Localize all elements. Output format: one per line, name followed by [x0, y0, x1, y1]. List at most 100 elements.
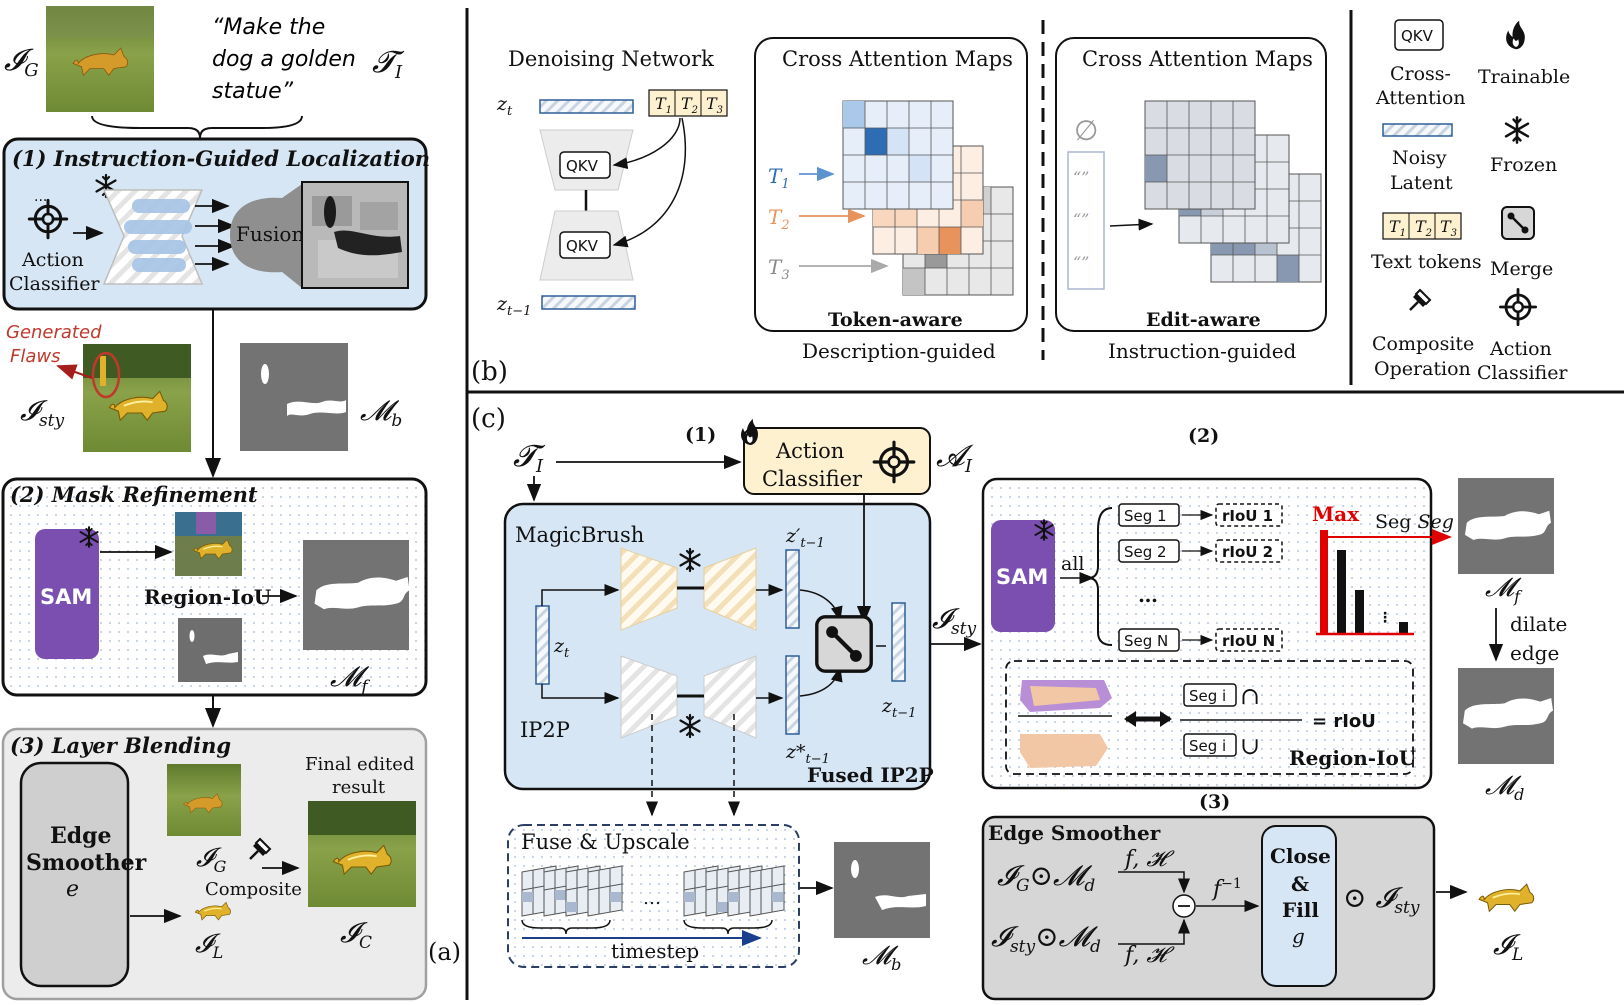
magicbrush-label: MagicBrush [515, 523, 644, 547]
flaw-arrow [56, 364, 93, 380]
zt1-label: zt−1 [496, 293, 531, 319]
legend-noisy-latent-2: Latent [1390, 172, 1453, 194]
arrow-tokens-to-qkv1 [612, 117, 681, 170]
bar-2 [1337, 550, 1346, 634]
bar-ellipsis: ⋮ [1378, 610, 1392, 626]
legend-action-classifier-1: Action [1489, 338, 1552, 360]
legend-qkv-icon [1394, 19, 1444, 51]
zstar-label: z*t−1 [785, 741, 830, 767]
trainable-flame-icon [741, 419, 758, 445]
step2-box [981, 477, 1433, 790]
magicbrush-decoder [703, 547, 757, 631]
riou-bar-chart: ⋮ [1316, 530, 1414, 636]
composite-label: Composite [205, 879, 302, 900]
latent-zprime [785, 549, 800, 629]
legend-qkv-text: QKV [1401, 27, 1434, 45]
svg-text:Seg N: Seg N [1124, 632, 1168, 650]
bar-n [1399, 622, 1408, 634]
mb-c-label: 𝓜b [862, 941, 901, 974]
fusion-label: Fusion [236, 222, 304, 246]
segk-label: Seg Seg k [1375, 511, 1471, 533]
stage3-title: (3) Layer Blending [10, 733, 231, 758]
legend-action-classifier-icon [1499, 287, 1537, 327]
ip2p-label: IP2P [520, 718, 570, 742]
svg-text:Seg 2: Seg 2 [1124, 543, 1167, 561]
zprime-label: z′t−1 [785, 525, 825, 551]
mb-label: 𝓜b [360, 394, 402, 431]
mask-mf-c [1458, 478, 1554, 574]
bar-3 [1355, 590, 1364, 634]
panel-a-tag: (a) [428, 938, 461, 966]
instruction-line-3: statue” [212, 79, 294, 104]
svg-text:rIoU 2: rIoU 2 [1222, 543, 1273, 561]
svg-text:T3: T3 [706, 94, 723, 116]
odot-isty-term: ⊙ 𝓘sty [1343, 881, 1420, 918]
region-iou-c-label: Region-IoU [1289, 746, 1416, 770]
fusion-shape [230, 184, 302, 288]
seg-row-n: Seg N rIoU N [1118, 628, 1283, 652]
panel-b: Denoising Network zt QKV QKV zt−1 T1 T2 … [471, 37, 1327, 387]
layer-il-c [1478, 883, 1535, 913]
sam-label: SAM [40, 585, 92, 609]
instruction-line-1: “Make the [212, 15, 325, 40]
ai-label: 𝓐I [936, 439, 974, 477]
fill-label: Fill [1282, 898, 1319, 922]
ti-label: 𝓣I [513, 439, 546, 477]
coarse-mask-c [834, 842, 930, 938]
isty-c-label: 𝓘sty [932, 602, 976, 639]
text-tokens: T1 T2 T3 [648, 89, 728, 117]
edge-smoother-block [19, 761, 130, 988]
ig-md-term: 𝓘G⊙𝓜d [997, 859, 1095, 896]
legend-text-tokens-icon: T1 T2 T3 [1382, 212, 1462, 240]
edit-grid-1 [1144, 100, 1256, 210]
latent-zt [535, 605, 550, 685]
step2-label: (2) [1188, 425, 1219, 447]
union-symbol: ∪ [1240, 732, 1260, 760]
legend: QKV Cross- Attention Trainable Noisy Lat… [1371, 19, 1570, 384]
sam-c-block [991, 520, 1055, 632]
svg-text:T1: T1 [1389, 217, 1406, 239]
latent-zstar [785, 655, 800, 735]
region-iou-shape-bottom [1020, 734, 1108, 768]
merge-block-icon [817, 617, 871, 671]
qkv-block-1 [559, 151, 611, 179]
arrow-zt-to-ip2p [541, 684, 620, 704]
panel-b-tag: (b) [471, 357, 508, 387]
svg-text:T2: T2 [1415, 217, 1432, 239]
legend-noisy-latent-icon [1382, 123, 1453, 137]
fused-ip2p-box [503, 502, 932, 791]
panel-c: (c) 𝓣I (1) Action Classifier 𝓐I MagicBru… [471, 404, 1567, 1001]
zt-label: zt [496, 93, 513, 119]
arrow-tokens-to-qkv2 [612, 117, 687, 248]
generated-flaws-label-1: Generated [6, 322, 102, 343]
qkv-block-2 [559, 231, 611, 259]
zt-c-label: zt [553, 635, 570, 661]
svg-text:Seg 1: Seg 1 [1124, 507, 1167, 525]
mb-small [178, 618, 242, 682]
legend-trainable: Trainable [1478, 66, 1570, 88]
close-fill-block [1261, 825, 1337, 987]
generated-flaws-label-2: Flaws [10, 346, 60, 367]
empty-token-symbol: ∅ [1074, 114, 1098, 147]
region-iou-box [1005, 660, 1414, 775]
refined-mask-mf [303, 540, 410, 650]
fused-ip2p-label: Fused IP2P [807, 763, 934, 787]
legend-snowflake-icon [1504, 116, 1530, 144]
seg-row-2: Seg 2 rIoU 2 [1118, 539, 1283, 563]
attention-grid-t1 [842, 100, 954, 210]
arrow-zt-to-mb [541, 584, 620, 606]
brace-right [683, 919, 773, 935]
token-aware-label: Token-aware [828, 309, 963, 331]
svg-text:T3: T3 [1440, 217, 1457, 239]
seg-i-bottom-label: Seg i [1189, 737, 1226, 755]
merge-icon [1500, 205, 1536, 241]
original-image-small [167, 764, 241, 836]
noisy-latent-zt [539, 99, 634, 114]
mask-md-c [1458, 668, 1554, 764]
svg-text:T1: T1 [655, 94, 672, 116]
close-label: Close [1270, 844, 1331, 868]
cam1-title: Cross Attention Maps [782, 47, 1013, 71]
svg-text:“”: “” [1073, 253, 1089, 272]
amp-label: & [1291, 872, 1309, 896]
